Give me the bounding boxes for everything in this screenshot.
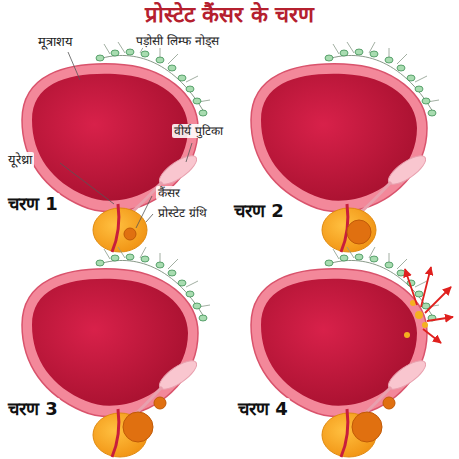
part-label: मूत्राशय [36, 34, 75, 50]
stage-label: चरण 2 [232, 200, 286, 222]
stage-label: चरण 4 [236, 398, 290, 420]
part-label: यूरेथ्रा [6, 152, 34, 168]
stage-label: चरण 3 [6, 398, 60, 420]
part-label: कैंसर [156, 186, 182, 200]
title: प्रोस्टेट कैंसर के चरण [0, 2, 459, 28]
part-label: पड़ोसी लिम्फ नोड्स [134, 34, 221, 48]
part-label: वीर्य पुटिका [172, 124, 225, 138]
part-label: प्रोस्टेट ग्रंथि [156, 206, 224, 220]
stage-label: चरण 1 [6, 193, 60, 215]
